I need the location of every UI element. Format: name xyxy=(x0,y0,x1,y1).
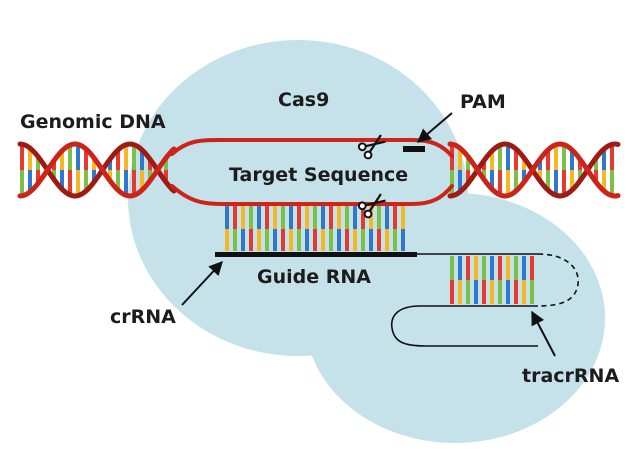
scissors-icon xyxy=(357,193,386,219)
guide-rna xyxy=(215,252,579,347)
label-crrna: crRNA xyxy=(110,306,176,328)
dna-backbone-strand xyxy=(17,141,177,199)
label-tracrrna: tracrRNA xyxy=(522,365,619,387)
dna-backbone-strand xyxy=(447,141,621,199)
genomic-dna-left-helix xyxy=(17,141,177,199)
label-genomic-dna: Genomic DNA xyxy=(20,111,166,133)
unwound-dna xyxy=(170,138,454,206)
tracrrna-base-pairs xyxy=(450,256,534,304)
cas9-lobe-lower xyxy=(305,193,605,443)
dna-bottom-strand xyxy=(170,184,454,206)
label-cas9: Cas9 xyxy=(278,89,329,111)
crrna-line xyxy=(215,252,417,257)
label-pam: PAM xyxy=(460,91,506,113)
dna-backbone-strand xyxy=(17,141,177,199)
scissors-icon xyxy=(357,134,386,160)
tracrrna-loop-dashed xyxy=(537,253,579,307)
target-guide-base-pairs xyxy=(225,206,405,251)
pam-arrow-icon xyxy=(416,112,453,143)
crrna-arrow-icon xyxy=(181,260,223,306)
dna-top-strand xyxy=(170,138,454,158)
genomic-dna-right-helix xyxy=(447,141,621,199)
tracrrna-arrow-icon xyxy=(531,310,556,357)
pam-marker xyxy=(403,146,425,152)
label-target-sequence: Target Sequence xyxy=(229,164,408,186)
tracrrna-lower-strand xyxy=(390,305,538,347)
label-guide-rna: Guide RNA xyxy=(257,266,371,288)
